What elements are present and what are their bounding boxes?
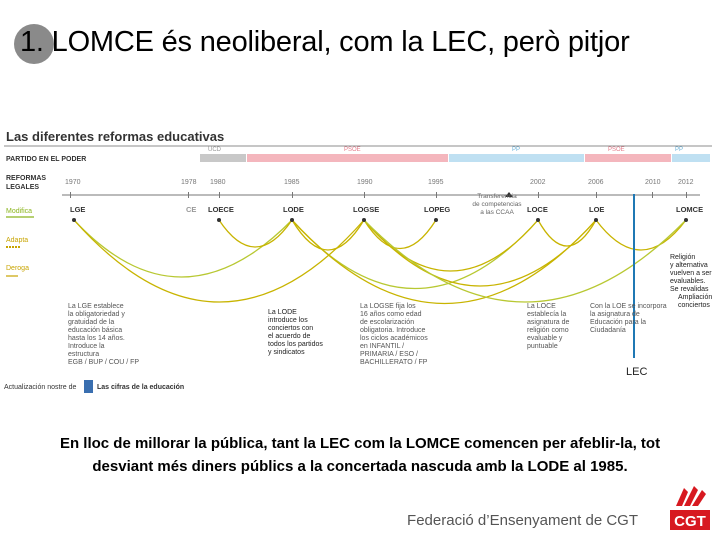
year-label: 2010 <box>645 179 661 186</box>
note-lomce: Religión y alternativa vuelven a ser eva… <box>670 254 714 309</box>
law-loce: LOCE <box>527 205 548 214</box>
year-label: 1970 <box>65 179 81 186</box>
legend-modifica: Modifica <box>6 208 32 215</box>
education-reforms-infographic: Las diferentes reformas educativas PARTI… <box>0 122 720 404</box>
law-logse: LOGSE <box>353 205 379 214</box>
caption-line-1: En lloc de millorar la pública, tant la … <box>59 435 661 452</box>
slide-footer: Federació d’Ensenyament de CGT <box>407 512 638 529</box>
law-lge: LGE <box>70 205 85 214</box>
party-label-pp-2: PP <box>675 147 683 153</box>
note-lge: La LGE establece la obligatoriedad y gra… <box>68 303 139 366</box>
party-label-pp-1: PP <box>512 147 520 153</box>
slide-title: 1. LOMCE és neoliberal, com la LEC, però… <box>20 26 630 58</box>
cgt-logo-text: CGT <box>674 513 706 530</box>
year-label: 2012 <box>678 179 694 186</box>
legend-deroga: Deroga <box>6 265 29 272</box>
party-label-ucd: UCD <box>208 147 222 153</box>
year-label: 2002 <box>530 179 546 186</box>
party-label-psoe-1: PSOE <box>344 147 361 153</box>
year-label: 2006 <box>588 179 604 186</box>
law-lode: LODE <box>283 205 304 214</box>
infographic-title: Las diferentes reformas educativas <box>6 129 224 144</box>
party-label-psoe-2: PSOE <box>608 147 625 153</box>
legend-adapta: Adapta <box>6 237 28 244</box>
year-label: 1995 <box>428 179 444 186</box>
year-label: 1978 <box>181 179 197 186</box>
transfer-note: de competencias <box>472 201 522 208</box>
reforms-label: REFORMAS <box>6 175 46 182</box>
source-brand: Las cifras de la educación <box>97 384 184 391</box>
law-ce: CE <box>186 205 196 214</box>
party-bar-psoe-2 <box>585 154 671 162</box>
title-number-circle <box>14 24 54 64</box>
party-bar-pp-2 <box>672 154 710 162</box>
party-bar-pp-1 <box>449 154 584 162</box>
law-lomce: LOMCE <box>676 205 703 214</box>
note-loce: La LOCE establecía la asignatura de reli… <box>527 303 571 350</box>
note-logse: La LOGSE fija los 16 años como edad de e… <box>360 303 430 366</box>
cgt-logo: CGT <box>670 486 710 530</box>
year-label: 1990 <box>357 179 373 186</box>
note-lode: La LODE introduce los conciertos con el … <box>268 309 325 356</box>
note-loe: Con la LOE se incorpora la asignatura de… <box>590 303 669 334</box>
lec-label: LEC <box>626 366 647 378</box>
party-bar-ucd <box>200 154 246 162</box>
transfer-note: Transferencia <box>477 193 517 200</box>
law-loe: LOE <box>589 205 604 214</box>
party-row-label: PARTIDO EN EL PODER <box>6 156 86 163</box>
timeline-years: 1970 1978 1980 1985 1990 1995 2002 2006 … <box>65 179 694 186</box>
party-bar-psoe-1 <box>247 154 448 162</box>
law-lopeg: LOPEG <box>424 205 450 214</box>
law-loece: LOECE <box>208 205 234 214</box>
source-label: Actualización nostre de <box>4 384 76 391</box>
caption-line-2: desviant més diners públics a la concert… <box>92 458 628 475</box>
transfer-note: a las CCAA <box>480 209 514 216</box>
slide-caption: En lloc de millorar la pública, tant la … <box>30 432 690 478</box>
year-label: 1985 <box>284 179 300 186</box>
reforms-label-2: LEGALES <box>6 184 39 191</box>
year-label: 1980 <box>210 179 226 186</box>
